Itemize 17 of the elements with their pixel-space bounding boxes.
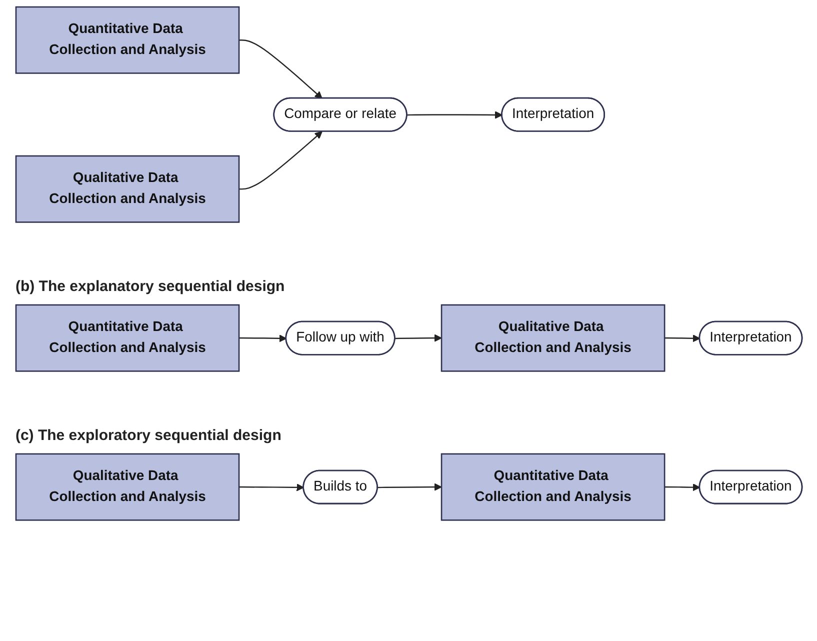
node-box: Qualitative Data Collection and Analysis — [440, 304, 665, 372]
arrow — [406, 111, 502, 119]
arrow — [664, 483, 700, 492]
arrow — [377, 483, 442, 491]
node-box: Qualitative Data Collection and Analysis — [14, 453, 240, 521]
arrow — [238, 39, 322, 99]
arrow — [238, 334, 286, 342]
arrow — [238, 484, 304, 492]
arrow — [394, 334, 442, 342]
arrow — [664, 334, 700, 342]
caption-text: (b) The explanatory sequential design — [15, 278, 285, 295]
node-box: Quantitative Data Collection and Analysis — [14, 304, 240, 372]
node-box: Quantitative Data Collection and Analysis — [14, 6, 240, 74]
node-box: Qualitative Data Collection and Analysis — [14, 155, 240, 223]
node-box: Quantitative Data Collection and Analysis — [440, 453, 665, 521]
arrow — [238, 131, 322, 190]
caption-text: (c) The exploratory sequential design — [15, 426, 282, 444]
